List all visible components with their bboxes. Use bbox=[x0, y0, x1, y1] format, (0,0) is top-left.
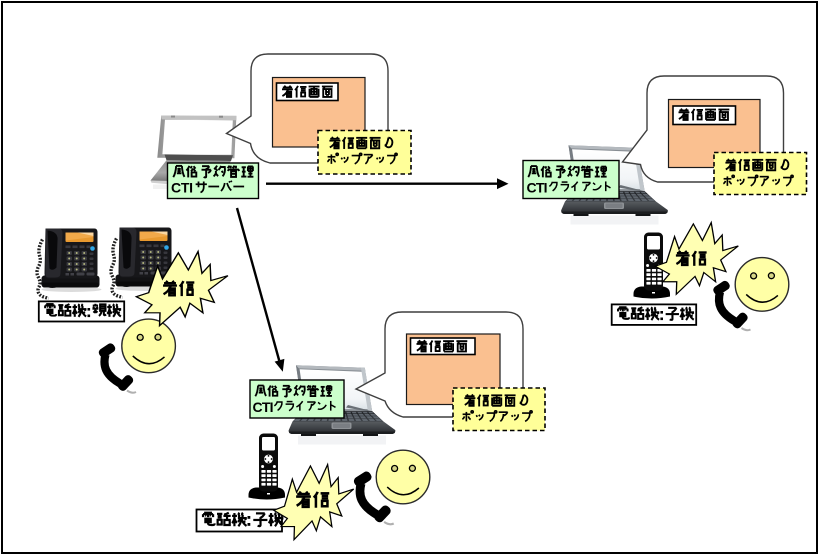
svg-text:CTI: CTI bbox=[527, 180, 548, 196]
svg-text:CTI: CTI bbox=[171, 180, 193, 196]
svg-text:CTI: CTI bbox=[253, 399, 274, 415]
